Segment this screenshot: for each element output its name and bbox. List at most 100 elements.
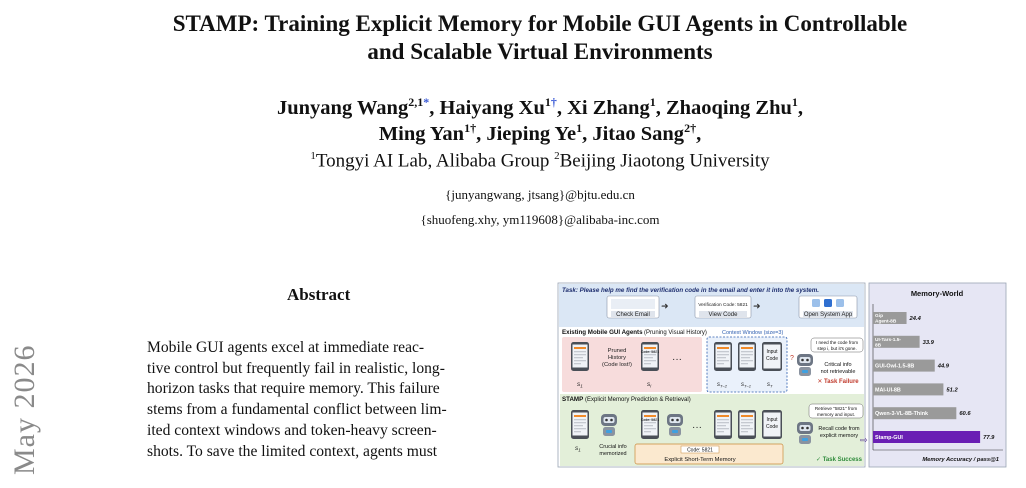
chart-value-label: 44.9 <box>937 364 950 370</box>
state-symbol: s <box>741 382 744 388</box>
abstract-line: ited context windows and token-heavy scr… <box>147 421 437 439</box>
phone-screenshot <box>641 410 659 439</box>
state-subscript: T <box>770 384 773 389</box>
step-label-s-t2: sT−2 <box>717 382 728 389</box>
highlight-arrow: ⇨ <box>860 435 868 445</box>
speech-text: step i, but it's gone. <box>817 346 856 351</box>
state-subscript: 1 <box>578 448 581 453</box>
phone-code-text: Code: 5821 <box>641 418 660 422</box>
phone-screenshot <box>571 342 589 371</box>
phone-code-text: Code: 5821 <box>641 350 660 354</box>
corresponding-mark: † <box>470 121 477 135</box>
step-check-email: Check Email <box>606 295 660 319</box>
teaser-figure: Task: Please help me find the verificati… <box>557 282 1007 468</box>
corresponding-mark: † <box>550 95 557 109</box>
stamp-sub: (Explicit Memory Prediction & Retrieval) <box>585 397 691 403</box>
speech-bubble-stamp <box>808 403 864 419</box>
chart-category-label: Gip <box>875 313 883 319</box>
author-affil-sup: 1 <box>464 121 471 135</box>
input-code-label: Input <box>766 417 778 423</box>
step-label-s-t: sT <box>767 382 773 389</box>
critical-info-label: not retrievable <box>821 369 856 375</box>
context-window-label: Context Window (size=3) <box>722 330 783 336</box>
abstract-line: Mobile GUI agents excel at immediate rea… <box>147 339 425 356</box>
state-subscript: 1 <box>580 384 583 389</box>
existing-agents-sub: (Pruning Visual History) <box>644 330 707 336</box>
author-affil-sup: 1 <box>576 121 583 135</box>
state-symbol: s <box>577 381 581 388</box>
pruned-history-label: Pruned <box>608 348 627 354</box>
pruned-history-label: History <box>608 355 626 361</box>
chart-category-label: UI-Tars-1.5- <box>875 337 901 343</box>
affiliations: 1Tongyi AI Lab, Alibaba Group 2Beijing J… <box>150 150 930 172</box>
chart-bar <box>873 407 957 420</box>
state-subscript: T−2 <box>720 384 728 389</box>
speech-text: memory and input. <box>817 412 855 417</box>
step-label: View Code <box>709 312 739 318</box>
abstract-line: tive control but frequently fail in real… <box>147 359 445 377</box>
author-name: Xi Zhang <box>567 96 650 119</box>
author-name: Ming Yan <box>378 122 465 145</box>
pruned-history-label: (Code lost!) <box>602 362 632 368</box>
chart-bar <box>873 335 920 348</box>
explicit-memory-label: Explicit Short-Term Memory <box>664 457 735 463</box>
robot-agent-icon <box>797 422 813 444</box>
author-affil-sup: 1 <box>649 95 656 109</box>
affiliation: Beijing Jiaotong University <box>559 150 770 172</box>
author-name: Jieping Ye <box>486 122 577 145</box>
pruned-history-region <box>562 337 702 392</box>
robot-agent-icon <box>797 354 813 376</box>
author-name: Zhaoqing Zhu <box>665 96 792 119</box>
chart-value-label: 33.9 <box>923 340 935 346</box>
affiliation: Tongyi AI Lab, Alibaba Group <box>315 150 555 172</box>
author-affil-sup: 2 <box>684 121 691 135</box>
step-arrow: ➜ <box>661 301 669 311</box>
chart-bar <box>873 312 907 324</box>
step-open-system-app: Open System App <box>798 295 858 319</box>
email-line-1: {junyangwang, jtsang}@bjtu.edu.cn <box>445 187 635 202</box>
chart-category-label: Stamp-GUI <box>875 435 903 441</box>
input-code-label: Code <box>766 424 778 430</box>
crucial-info-label: Crucial info <box>599 444 627 450</box>
chart-bar <box>873 359 935 372</box>
abstract-body: Mobile GUI agents excel at immediate rea… <box>147 338 527 462</box>
task-failure-label: ✕ Task Failure <box>817 379 859 385</box>
chart-category-label: 8B <box>875 342 882 348</box>
recall-label: explicit memory <box>820 433 858 439</box>
author-line-1: Junyang Wang2,1*, Haiyang Xu1†, Xi Zhang… <box>276 95 804 119</box>
phone-screenshot <box>641 342 659 371</box>
author-affil-sup: 1 <box>791 95 798 109</box>
phone-screenshot <box>714 342 732 371</box>
task-text: Task: Please help me find the verificati… <box>562 287 819 294</box>
chart-x-axis-label: Memory Accuracy / pass@1 <box>922 457 999 463</box>
title-line-2: and Scalable Virtual Environments <box>367 39 713 64</box>
recall-label: Recall code from <box>818 426 860 432</box>
step-label-s1: s1 <box>577 381 583 389</box>
confused-mark: ? <box>790 355 794 362</box>
arxiv-date-stamp: May 2026 <box>8 344 41 476</box>
chart-bar <box>873 431 981 443</box>
memory-code-text: Code: 5821 <box>687 448 713 454</box>
chart-value-label: 24.4 <box>909 316 922 322</box>
author-affil-sup: 1 <box>544 95 551 109</box>
step-label: Check Email <box>616 312 650 318</box>
abstract-line: shots. To save the limited context, agen… <box>147 442 438 460</box>
email-line-2: {shuofeng.xhy, ym119608}@alibaba-inc.com <box>420 212 660 227</box>
step-label-s1: s1 <box>575 445 581 453</box>
step-label-s-t1: sT−1 <box>741 382 751 389</box>
input-code-label: Input <box>766 349 778 355</box>
speech-bubble-existing <box>810 337 864 353</box>
abstract-heading: Abstract <box>287 285 351 304</box>
corresponding-mark: † <box>690 121 697 135</box>
critical-info-label: Critical info <box>824 362 851 368</box>
chart-bar <box>873 383 944 396</box>
author-name: Junyang Wang <box>276 96 409 119</box>
affil-sup: 2 <box>554 150 560 162</box>
abstract-line: horizon tasks that require memory. This … <box>147 380 440 398</box>
state-symbol: s <box>767 382 770 388</box>
explicit-memory-box <box>634 443 784 465</box>
phone-screenshot <box>571 410 589 439</box>
stamp-heading: STAMP <box>562 396 583 403</box>
robot-agent-icon <box>601 414 617 436</box>
